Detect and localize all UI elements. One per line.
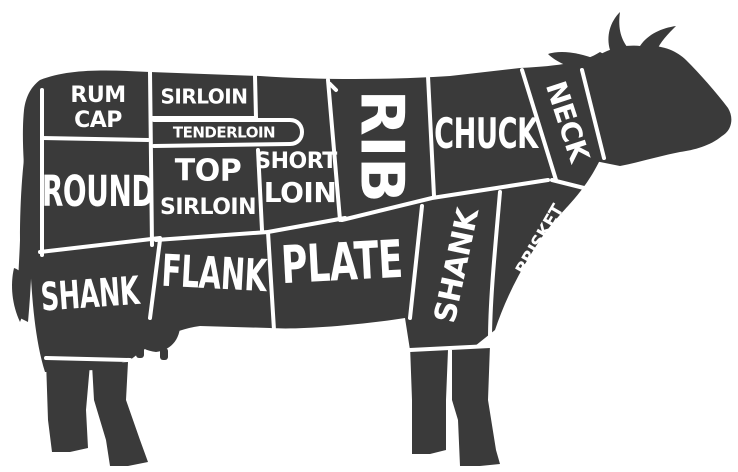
hind-leg-front: [92, 362, 148, 466]
hind-leg-back: [46, 360, 90, 452]
teat-1: [136, 346, 144, 358]
label-plate: PLATE: [280, 228, 404, 296]
label-rib: RIB: [346, 90, 416, 203]
label-hind-shank: SHANK: [39, 267, 142, 320]
divider-rumcap-sirloin: [150, 72, 152, 245]
label-round: ROUND: [42, 168, 154, 216]
divider-sirloin-right: [255, 76, 256, 118]
label-rum: RUM: [70, 83, 125, 108]
horn-left: [608, 12, 628, 50]
fore-leg-front: [452, 345, 500, 466]
divider-rumcap-bottom: [42, 138, 148, 140]
teat-2: [160, 348, 168, 360]
label-loin: LOIN: [264, 176, 337, 209]
label-tenderloin: TENDERLOIN: [173, 124, 275, 142]
label-sirloin: SIRLOIN: [161, 85, 248, 109]
fore-leg-back: [410, 345, 448, 454]
divider-hindshank-bottom: [46, 358, 130, 360]
label-chuck: CHUCK: [434, 110, 539, 159]
label-flank: FLANK: [160, 244, 270, 302]
label-short: SHORT: [255, 149, 337, 174]
label-top: TOP: [175, 154, 241, 189]
label-cap: CAP: [74, 108, 122, 133]
label-top-sirloin: SIRLOIN: [160, 195, 256, 220]
